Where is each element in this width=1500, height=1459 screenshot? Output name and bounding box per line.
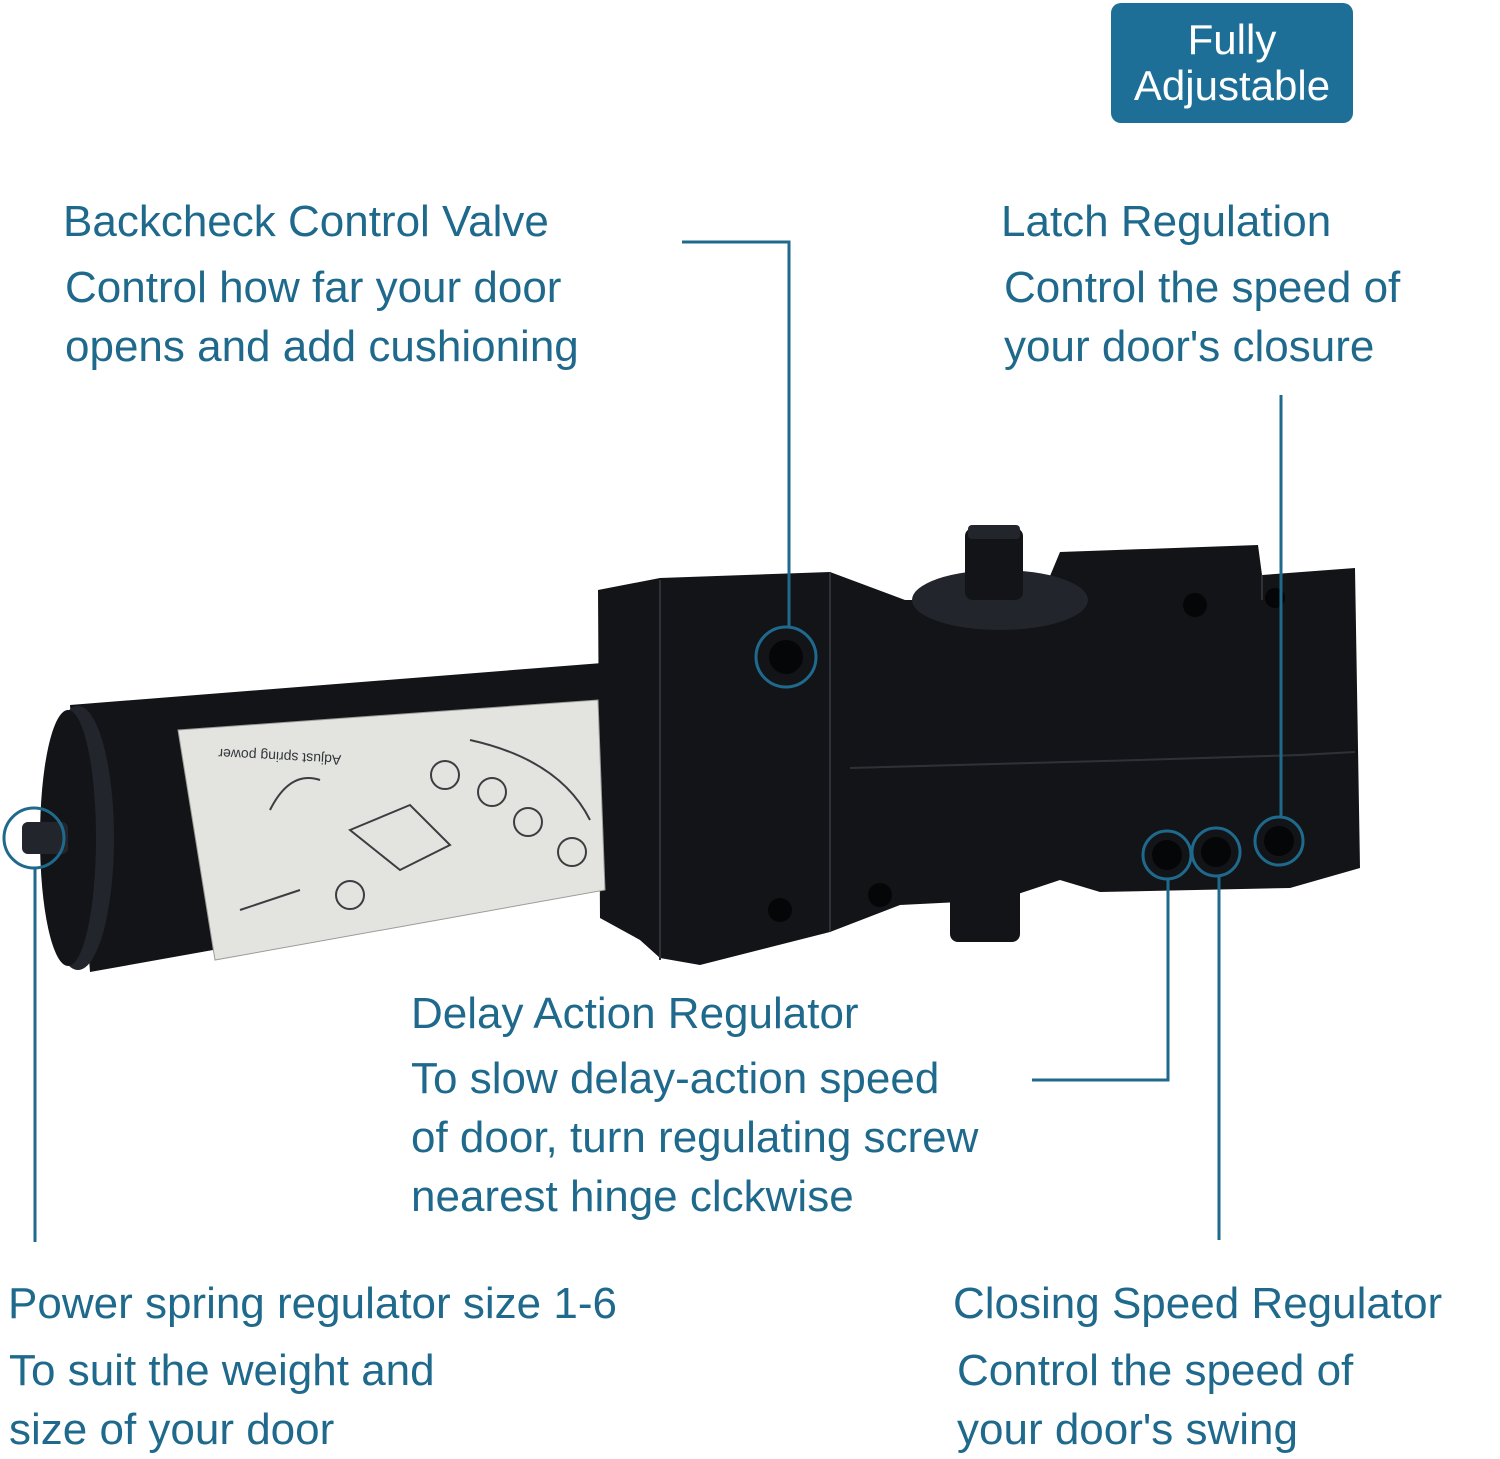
backcheck-ring — [754, 625, 818, 689]
delay-screw — [1152, 840, 1182, 870]
badge-line-1: Fully — [1187, 16, 1277, 63]
closing-speed-title: Closing Speed Regulator — [953, 1279, 1443, 1328]
housing-edge-3 — [849, 751, 1356, 769]
mounting-hole-1 — [768, 898, 792, 922]
sketch-circle-5 — [335, 880, 365, 910]
closing-speed-description: Control the speed of your door's swing — [957, 1341, 1353, 1459]
backcheck-description: Control how far your door opens and add … — [65, 258, 579, 376]
shaft-cap — [968, 525, 1020, 539]
sketch-circle-4 — [557, 837, 587, 867]
power-desc-line-1: To suit the weight and — [9, 1346, 435, 1395]
backcheck-desc-line-2: opens and add cushioning — [65, 322, 579, 371]
sketch-circle-3 — [513, 807, 543, 837]
delay-description: To slow delay-action speed of door, turn… — [411, 1049, 978, 1226]
mounting-hole-2 — [868, 883, 892, 907]
delay-desc-line-2: of door, turn regulating screw — [411, 1113, 979, 1162]
badge-line-2: Adjustable — [1133, 62, 1331, 109]
sketch-arm — [239, 889, 301, 911]
power-desc-line-2: size of your door — [9, 1405, 335, 1454]
bottom-foot — [950, 880, 1020, 942]
latch-ring — [1253, 815, 1305, 867]
closing-desc-line-2: your door's swing — [957, 1405, 1298, 1454]
closing-ring — [1190, 826, 1242, 878]
label-sketches — [239, 739, 591, 911]
sketch-circle-1 — [430, 760, 460, 790]
sketch-circle-2 — [477, 777, 507, 807]
latch-description: Control the speed of your door's closure — [1004, 258, 1400, 376]
closing-screw — [1201, 837, 1231, 867]
sketch-mechanism — [348, 803, 452, 872]
latch-desc-line-1: Control the speed of — [1004, 263, 1401, 312]
backcheck-title: Backcheck Control Valve — [63, 197, 549, 246]
label-text: Adjust spring power — [218, 746, 342, 768]
latch-screw — [1264, 826, 1294, 856]
sketch-arrow — [269, 777, 321, 811]
door-closer-body: Adjust spring power — [22, 525, 1360, 972]
backcheck-leader — [682, 240, 791, 627]
delay-title: Delay Action Regulator — [411, 989, 859, 1038]
fully-adjustable-badge: Fully Adjustable — [1111, 3, 1353, 123]
latch-desc-line-2: your door's closure — [1004, 322, 1375, 371]
mounting-hole-3 — [1183, 593, 1207, 617]
backcheck-screw — [769, 640, 803, 674]
sketch-curve — [469, 739, 591, 821]
delay-desc-line-1: To slow delay-action speed — [411, 1054, 940, 1103]
backcheck-desc-line-1: Control how far your door — [65, 263, 562, 312]
power-spring-title: Power spring regulator size 1-6 — [8, 1279, 617, 1328]
closing-desc-line-1: Control the speed of — [957, 1346, 1354, 1395]
shaft — [965, 528, 1023, 600]
latch-title: Latch Regulation — [1001, 197, 1332, 246]
cylinder-instruction-label — [177, 699, 606, 961]
regulator-spindle — [22, 822, 68, 854]
delay-desc-line-3: nearest hinge clckwise — [411, 1172, 854, 1221]
delay-leader — [1032, 879, 1170, 1082]
callout-leaders — [2, 240, 1305, 1242]
power-spring-description: To suit the weight and size of your door — [9, 1341, 435, 1459]
